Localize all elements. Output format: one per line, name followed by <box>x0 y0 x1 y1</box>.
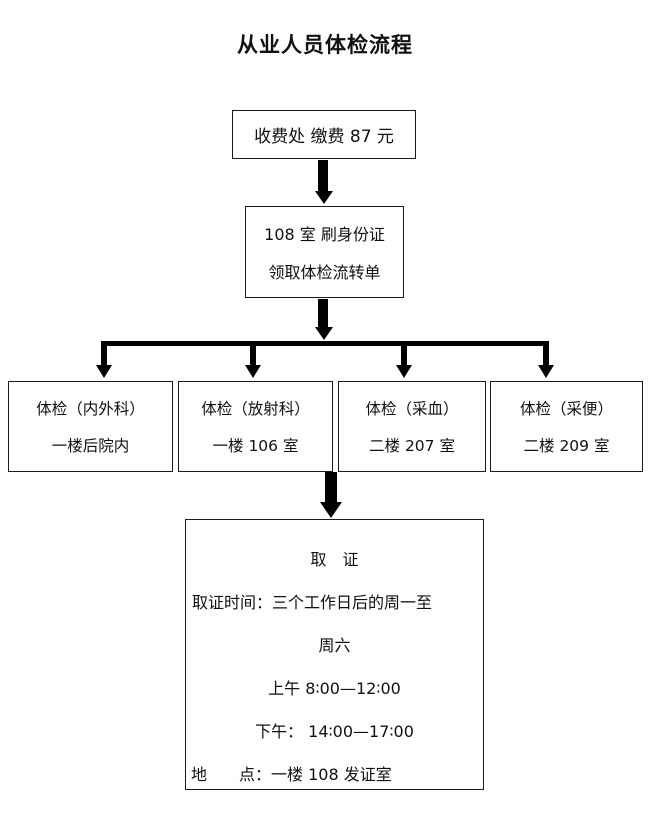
exam-location: 二楼 209 室 <box>523 437 610 455</box>
exam-location: 一楼 106 室 <box>212 437 299 455</box>
cert-heading: 取 证 <box>310 550 359 569</box>
arrow-head <box>315 191 333 204</box>
arrow-head <box>538 365 554 378</box>
arrow-head <box>320 502 342 518</box>
arrow-down-icon-branch-1 <box>96 341 116 379</box>
arrow-head <box>315 327 333 340</box>
arrow-down-icon-exam-to-cert <box>316 472 352 520</box>
arrow-shaft <box>543 341 549 367</box>
arrow-head <box>396 365 412 378</box>
arrow-shaft <box>318 160 328 193</box>
arrow-head <box>245 365 261 378</box>
node-room-108-line-2: 领取体检流转单 <box>268 263 381 282</box>
cert-time-label: 取证时间：三个工作日后的周一至 <box>192 593 433 612</box>
arrow-shaft <box>101 341 107 367</box>
exam-title: 体检（放射科） <box>201 400 310 418</box>
arrow-down-icon-branch-3 <box>396 341 416 379</box>
arrow-down-icon-fee-to-id <box>306 160 342 205</box>
node-exam-radiology: 体检（放射科） 一楼 106 室 <box>178 381 333 472</box>
node-room-108: 108 室 刷身份证 领取体检流转单 <box>245 206 404 298</box>
arrow-down-icon-id-to-split <box>306 299 342 344</box>
arrow-down-icon-branch-4 <box>538 341 558 379</box>
node-fee-line-1: 收费处 缴费 87 元 <box>254 127 394 147</box>
cert-time-label-cont: 周六 <box>318 636 351 655</box>
node-exam-internal-surgery: 体检（内外科） 一楼后院内 <box>8 381 173 472</box>
exam-location: 一楼后院内 <box>51 437 130 455</box>
cert-morning-hours: 上午 8∶00—12∶00 <box>268 679 401 698</box>
node-exam-blood-draw: 体检（采血） 二楼 207 室 <box>338 381 486 472</box>
cert-afternoon-hours: 下午： 14∶00—17∶00 <box>255 722 414 741</box>
cert-place: 地 点：一楼 108 发证室 <box>191 765 392 784</box>
page-title: 从业人员体检流程 <box>237 32 413 57</box>
split-bar <box>105 341 548 346</box>
arrow-head <box>96 365 112 378</box>
node-fee-desk: 收费处 缴费 87 元 <box>232 110 416 159</box>
node-room-108-line-1: 108 室 刷身份证 <box>264 225 385 244</box>
exam-title: 体检（内外科） <box>36 400 145 418</box>
exam-title: 体检（采血） <box>365 400 459 418</box>
arrow-shaft <box>401 341 407 367</box>
arrow-shaft <box>325 472 337 504</box>
exam-location: 二楼 207 室 <box>369 437 455 455</box>
arrow-down-icon-branch-2 <box>245 341 265 379</box>
node-exam-stool-sample: 体检（采便） 二楼 209 室 <box>490 381 643 472</box>
arrow-shaft <box>250 341 256 367</box>
arrow-shaft <box>318 299 328 329</box>
exam-title: 体检（采便） <box>519 400 613 418</box>
node-certificate-pickup: 取 证 取证时间：三个工作日后的周一至 周六 上午 8∶00—12∶00 下午：… <box>185 519 484 790</box>
